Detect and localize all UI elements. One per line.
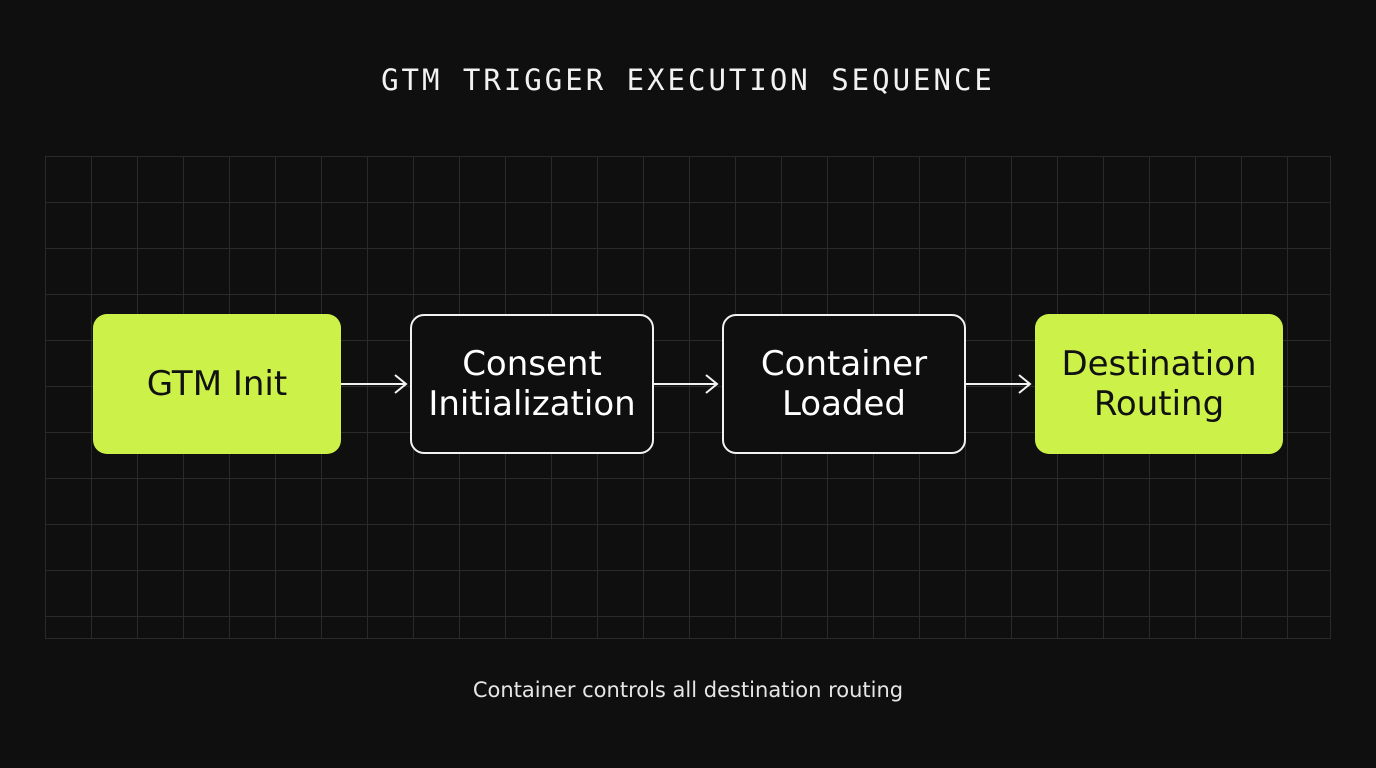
arrow-icon <box>654 374 719 394</box>
node-label: GTM Init <box>146 364 288 404</box>
node-label: Destination Routing <box>1061 344 1257 424</box>
node-gtm-init: GTM Init <box>93 314 341 454</box>
arrow-icon <box>966 374 1032 394</box>
node-consent-initialization: Consent Initialization <box>410 314 654 454</box>
node-label: Container Loaded <box>760 344 928 424</box>
grid-border <box>45 156 1331 639</box>
node-label: Consent Initialization <box>428 344 636 424</box>
diagram-caption: Container controls all destination routi… <box>472 678 904 702</box>
node-container-loaded: Container Loaded <box>722 314 966 454</box>
node-destination-routing: Destination Routing <box>1035 314 1283 454</box>
arrow-icon <box>341 374 408 394</box>
diagram-title: GTM TRIGGER EXECUTION SEQUENCE <box>381 63 995 97</box>
